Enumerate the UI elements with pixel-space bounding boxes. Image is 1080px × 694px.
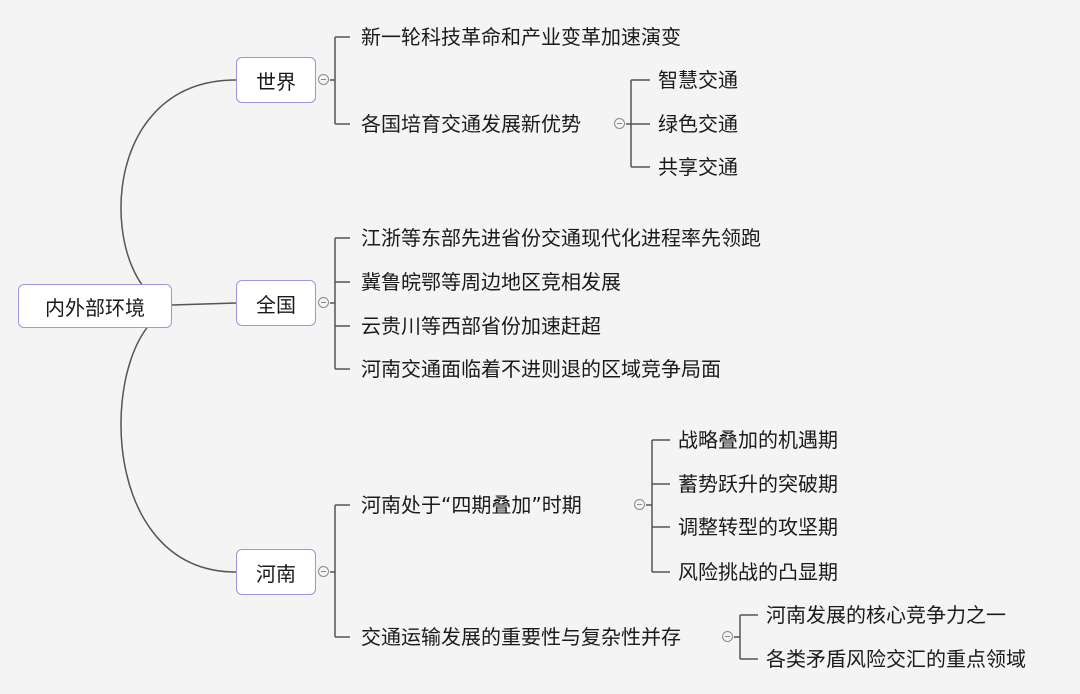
topic-risk-challenge[interactable]: 风险挑战的凸显期 [678, 560, 838, 584]
connector-world-bracket [330, 36, 350, 125]
topic-core-competitiveness[interactable]: 河南发展的核心竞争力之一 [766, 603, 1006, 627]
topic-tech-revolution[interactable]: 新一轮科技革命和产业变革加速演变 [361, 25, 681, 49]
connector-fourphase-bracket [646, 439, 670, 573]
topic-four-phases[interactable]: 河南处于“四期叠加”时期 [361, 493, 582, 517]
topic-neighbor-regions[interactable]: 冀鲁皖鄂等周边地区竞相发展 [361, 270, 621, 294]
branch-node-label: 世界 [256, 69, 296, 94]
topic-strategic-opportunity[interactable]: 战略叠加的机遇期 [678, 428, 838, 452]
connector-henan-bracket [330, 504, 350, 638]
topic-henan-competition[interactable]: 河南交通面临着不进则退的区域竞争局面 [361, 357, 721, 381]
topic-risk-convergence[interactable]: 各类矛盾风险交汇的重点领域 [766, 647, 1026, 671]
topic-shared-transport[interactable]: 共享交通 [658, 155, 738, 179]
topic-transformation[interactable]: 调整转型的攻坚期 [678, 515, 838, 539]
collapse-toggle-icon[interactable] [614, 118, 625, 129]
topic-smart-transport[interactable]: 智慧交通 [658, 68, 738, 92]
connector-importance-bracket [734, 614, 758, 660]
collapse-toggle-icon[interactable] [318, 74, 329, 85]
collapse-toggle-icon[interactable] [318, 297, 329, 308]
branch-node-henan[interactable]: 河南 [236, 549, 316, 595]
collapse-toggle-icon[interactable] [634, 499, 645, 510]
topic-green-transport[interactable]: 绿色交通 [658, 112, 738, 136]
topic-western-provinces[interactable]: 云贵川等西部省份加速赶超 [361, 314, 601, 338]
root-node-label: 内外部环境 [45, 295, 145, 320]
branch-node-label: 全国 [256, 292, 296, 317]
connector-advantage-bracket [626, 79, 650, 168]
topic-importance-complexity[interactable]: 交通运输发展的重要性与复杂性并存 [361, 625, 681, 649]
connector-national-bracket [330, 237, 350, 370]
branch-node-world[interactable]: 世界 [236, 57, 316, 103]
topic-national-advantage[interactable]: 各国培育交通发展新优势 [361, 112, 581, 136]
branch-node-label: 河南 [256, 561, 296, 586]
collapse-toggle-icon[interactable] [318, 566, 329, 577]
connector-root-world [120, 79, 237, 308]
topic-breakthrough[interactable]: 蓄势跃升的突破期 [678, 472, 838, 496]
topic-eastern-provinces[interactable]: 江浙等东部先进省份交通现代化进程率先领跑 [361, 226, 761, 250]
connector-root-national [171, 302, 237, 306]
branch-node-national[interactable]: 全国 [236, 280, 316, 326]
root-node[interactable]: 内外部环境 [18, 284, 172, 328]
collapse-toggle-icon[interactable] [722, 631, 733, 642]
connector-root-henan [120, 308, 237, 573]
